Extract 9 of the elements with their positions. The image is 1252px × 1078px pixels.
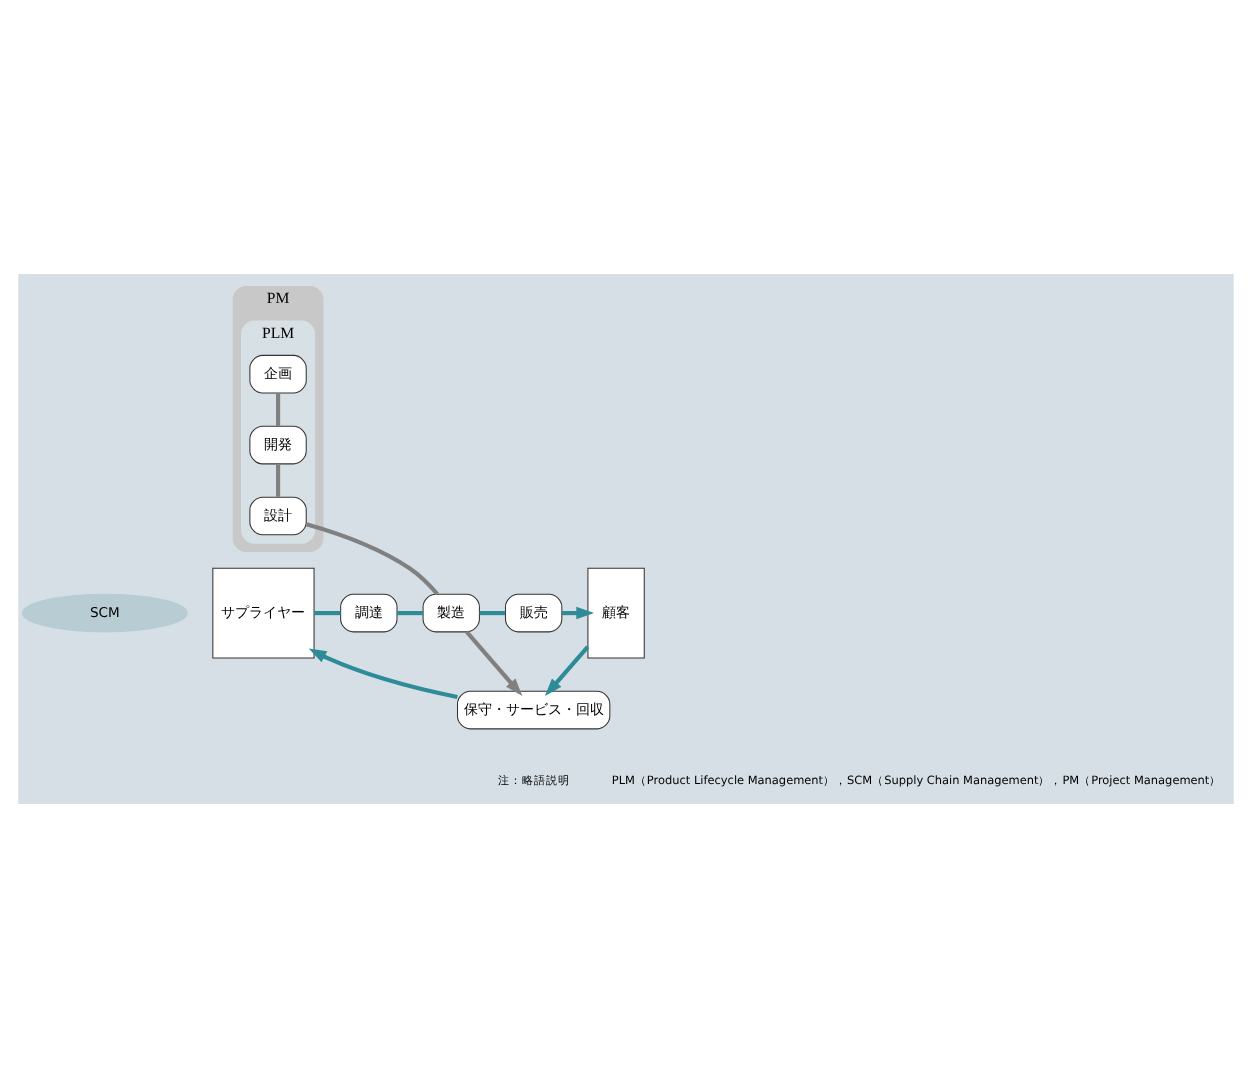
connector [397, 611, 423, 616]
arrow [544, 645, 590, 697]
connector [314, 611, 341, 616]
connector [275, 393, 281, 426]
arrow [465, 630, 523, 697]
arrow [308, 648, 458, 700]
connector [305, 522, 439, 596]
connector [275, 464, 281, 497]
connector [479, 611, 506, 616]
